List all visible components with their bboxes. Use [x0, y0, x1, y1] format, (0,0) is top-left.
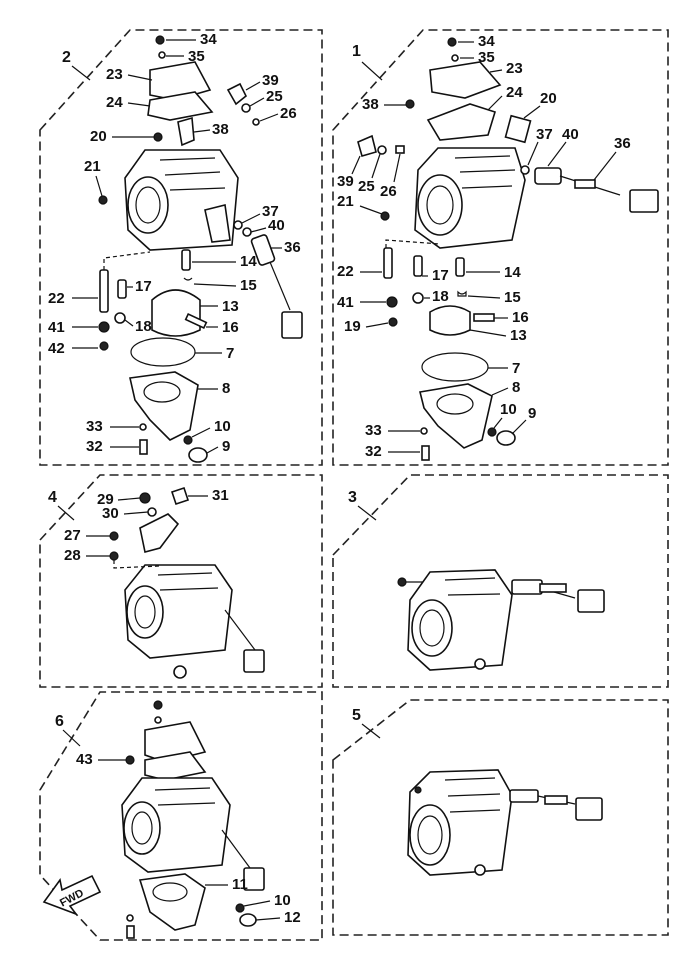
- p1-label-13: 13: [510, 327, 527, 344]
- p1-label-26: 26: [380, 183, 397, 200]
- p1-label-32: 32: [365, 443, 382, 460]
- p2-label-42: 42: [48, 340, 65, 357]
- p1-label-20: 38: [362, 96, 379, 113]
- p1-label-17: 17: [432, 267, 449, 284]
- p1-label-35: 35: [478, 49, 495, 66]
- panel-1-frame: [332, 29, 669, 466]
- p1-label-23: 23: [506, 60, 523, 77]
- p6-label-12: 12: [284, 909, 301, 926]
- p1-label-25: 25: [358, 178, 375, 195]
- fwd-arrow-icon: [42, 874, 102, 916]
- p2-label-26: 26: [280, 105, 297, 122]
- panel-3-number: 3: [348, 489, 357, 506]
- panel-2-labels: 34 35 23 24 39 25 26 20 38 21 37 40 36 1…: [48, 31, 301, 455]
- panel-5-number: 5: [352, 707, 361, 724]
- p1-label-24: 24: [506, 84, 523, 101]
- p1-label-34: 34: [478, 33, 495, 50]
- p2-label-8: 8: [222, 380, 230, 397]
- p6-label-43: 43: [76, 751, 93, 768]
- panel-6-labels: 43 11 10 12: [76, 751, 301, 926]
- p1-label-22: 22: [337, 263, 354, 280]
- p1-label-8: 8: [512, 379, 520, 396]
- panel-4-number: 4: [48, 489, 57, 506]
- p1-label-16: 16: [512, 309, 529, 326]
- p2-label-34: 34: [200, 31, 217, 48]
- panel-1-parts: [357, 37, 659, 461]
- panel-6-parts: FWD: [42, 700, 265, 939]
- p1-label-40: 40: [562, 126, 579, 143]
- p1-label-10: 10: [500, 401, 517, 418]
- p4-label-27: 27: [64, 527, 81, 544]
- p2-label-7: 7: [226, 345, 234, 362]
- p2-label-25: 25: [266, 88, 283, 105]
- panel-2-frame: [39, 29, 323, 466]
- p2-label-32: 32: [86, 438, 103, 455]
- p2-label-21: 21: [84, 158, 101, 175]
- p1-label-33: 33: [365, 422, 382, 439]
- p1-label-14: 14: [504, 264, 521, 281]
- p6-label-10: 10: [274, 892, 291, 909]
- p1-label-19: 19: [344, 318, 361, 335]
- p4-label-29: 29: [97, 491, 114, 508]
- p2-label-13: 13: [222, 298, 239, 315]
- panel-3-frame: [332, 474, 669, 688]
- p2-label-22: 22: [48, 290, 65, 307]
- p6-label-11: 11: [232, 876, 248, 893]
- p2-label-36: 36: [284, 239, 301, 256]
- panel-1-labels: 34 35 23 38 24 20 37 40 36 39 25 26 21 2…: [337, 33, 631, 460]
- p2-label-16: 16: [222, 319, 239, 336]
- panel-4-parts: [109, 486, 265, 679]
- p4-label-31: 31: [212, 487, 229, 504]
- panel-3-parts: [397, 569, 605, 671]
- p2-label-18: 18: [135, 318, 152, 335]
- p1-label-37: 37: [536, 126, 553, 143]
- panel-4-labels: 29 31 30 27 28: [64, 487, 229, 564]
- p4-label-30: 30: [102, 505, 119, 522]
- p1-label-15: 15: [504, 289, 521, 306]
- p2-label-15: 15: [240, 277, 257, 294]
- p1-label-9: 9: [528, 405, 536, 422]
- p2-label-9: 9: [222, 438, 230, 455]
- p2-label-39: 39: [262, 72, 279, 89]
- p2-label-20: 20: [90, 128, 107, 145]
- p1-label-21: 21: [337, 193, 354, 210]
- p2-label-35: 35: [188, 48, 205, 65]
- p1-label-41: 41: [337, 294, 354, 311]
- panel-1-number: 1: [352, 43, 361, 60]
- p2-label-41: 41: [48, 319, 65, 336]
- p4-label-28: 28: [64, 547, 81, 564]
- p2-label-37: 37: [262, 203, 279, 220]
- panel-2-parts: [98, 35, 303, 463]
- p2-label-23: 23: [106, 66, 123, 83]
- panel-4-frame: [39, 474, 323, 688]
- panel-2-number: 2: [62, 49, 71, 66]
- p1-label-39: 39: [337, 173, 354, 190]
- p2-label-10: 10: [214, 418, 231, 435]
- panel-6-number: 6: [55, 713, 64, 730]
- p2-label-33: 33: [86, 418, 103, 435]
- panel-5-parts: [407, 769, 603, 876]
- p2-label-14: 14: [240, 253, 257, 270]
- p1-label-18: 18: [432, 288, 449, 305]
- p1-label-7: 7: [512, 360, 520, 377]
- p2-label-38: 38: [212, 121, 229, 138]
- p1-label-36: 36: [614, 135, 631, 152]
- panel-5-frame: [332, 699, 669, 936]
- p2-label-40: 40: [268, 217, 285, 234]
- p2-label-17: 17: [135, 278, 152, 295]
- p1-label-38: 20: [540, 90, 557, 107]
- p2-label-24: 24: [106, 94, 123, 111]
- panel-6-frame: [39, 691, 323, 941]
